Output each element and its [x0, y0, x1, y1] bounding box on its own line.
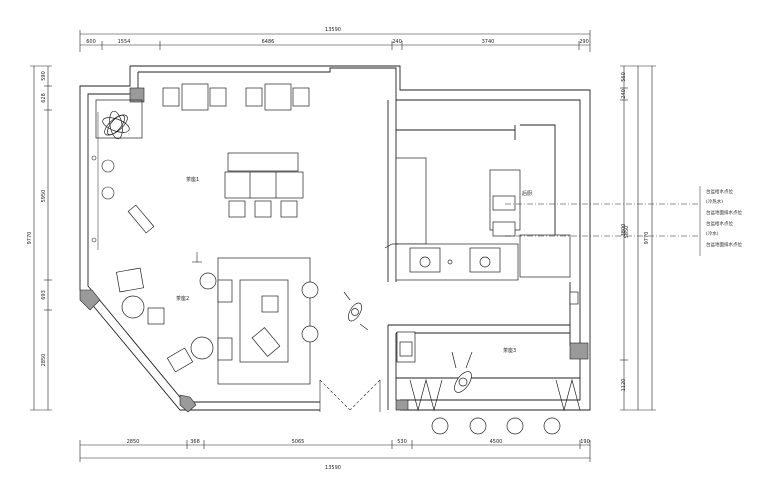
dimension-top — [79, 30, 591, 52]
dim-left-seg-4: 693 — [41, 290, 47, 300]
dim-bottom-seg-4: 530 — [397, 439, 407, 445]
legend-line-6: 台盆地面排水点位 — [706, 241, 742, 248]
wall-lamps — [91, 155, 115, 243]
dim-bottom-seg-2: 368 — [190, 439, 200, 445]
dim-left-total: 9770 — [27, 232, 33, 245]
legend-line-2: (冷热水) — [706, 198, 723, 205]
room-label-kitchen: 后厨 — [522, 190, 532, 197]
dim-bottom-seg-1: 2850 — [127, 439, 140, 445]
dim-right-seg-1: 560 — [621, 72, 627, 82]
dim-bottom-seg-5: 4500 — [490, 439, 503, 445]
water-point-leaders — [505, 186, 701, 256]
dim-right-seg-3: 3800 — [621, 224, 627, 237]
dimension-left — [30, 65, 52, 411]
dim-right-total-b: 9770 — [644, 232, 650, 245]
dim-right-total-a: 5850 — [624, 226, 630, 239]
legend-line-4: 台盆给水点位 — [706, 220, 733, 227]
dim-top-seg-6: 290 — [579, 39, 589, 45]
dim-top-seg-2: 1554 — [118, 39, 131, 45]
dim-left-seg-1: 590 — [41, 71, 47, 81]
room-label-tea-1: 茶座1 — [186, 176, 199, 183]
legend-line-3: 台盆地面排水点位 — [706, 209, 742, 216]
dim-bottom-total: 13590 — [325, 465, 341, 471]
dim-top-seg-5: 3740 — [482, 39, 495, 45]
person-figure-icon — [451, 351, 473, 393]
dim-bottom-seg-3: 5065 — [292, 439, 305, 445]
small-marker — [192, 252, 202, 263]
dimension-right — [620, 65, 656, 411]
dim-left-seg-5: 2850 — [41, 354, 47, 367]
entrance-door — [319, 379, 381, 412]
tea-area-1-furniture — [95, 83, 310, 250]
dim-left-seg-2: 628 — [41, 93, 47, 103]
dim-top-seg-4: 240 — [392, 39, 402, 45]
dim-top-seg-1: 600 — [86, 39, 96, 45]
person-figure-icon — [343, 291, 369, 331]
tea-area-3-furniture — [396, 331, 581, 435]
walls — [79, 65, 591, 411]
kitchen-fixtures — [384, 157, 579, 305]
legend: 台盆给水点位 (冷热水) 台盆地面排水点位 台盆给水点位 (冷水) 台盆地面排水… — [706, 188, 742, 248]
room-label-tea-3: 茶座3 — [503, 347, 516, 354]
dim-bottom-seg-6: 190 — [580, 439, 590, 445]
dim-top-seg-3: 6486 — [262, 39, 275, 45]
dim-top-total: 13590 — [325, 27, 341, 33]
room-label-tea-2: 茶座2 — [176, 295, 189, 302]
plant-icon — [102, 110, 130, 140]
dimension-bottom — [79, 440, 591, 462]
dim-left-seg-3: 5950 — [41, 190, 47, 203]
legend-line-5: (冷水) — [706, 230, 719, 237]
dim-right-seg-2: 240 — [621, 89, 627, 99]
legend-line-1: 台盆给水点位 — [706, 188, 733, 195]
dim-right-seg-4: 1120 — [621, 379, 627, 392]
tea-area-2-furniture — [116, 257, 319, 385]
structural-columns — [79, 87, 589, 413]
